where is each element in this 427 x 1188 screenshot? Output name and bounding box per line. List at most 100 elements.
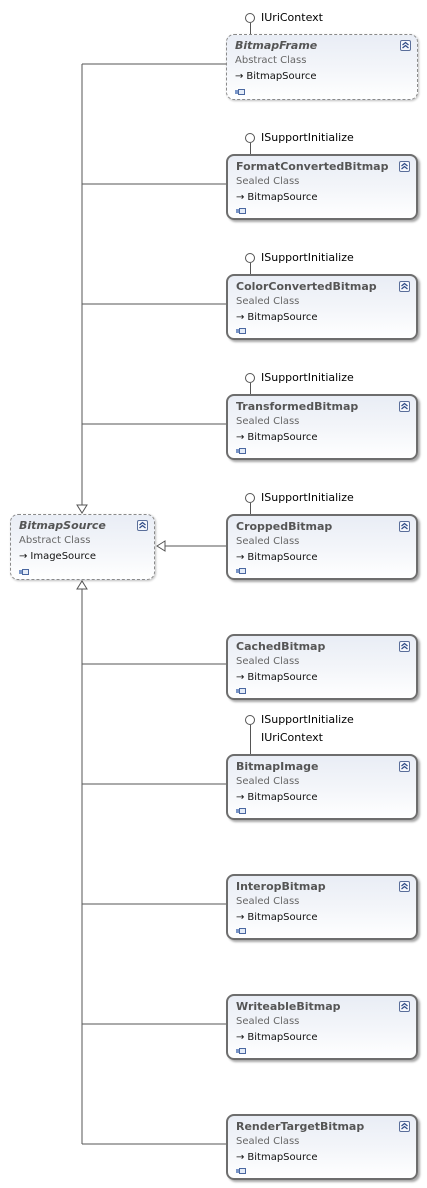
class-members-icon[interactable] — [236, 808, 246, 814]
double-chevron-up-icon[interactable] — [399, 401, 410, 412]
class-name: WriteableBitmap — [236, 1000, 341, 1013]
class-name: CachedBitmap — [236, 640, 326, 653]
interface-name: ISupportInitialize — [261, 713, 354, 726]
interface-lollipop: IUriContext — [245, 11, 425, 34]
double-chevron-up-icon[interactable] — [399, 161, 410, 172]
class-members-icon[interactable] — [236, 928, 246, 934]
class-members-icon[interactable] — [236, 1048, 246, 1054]
base-type: →BitmapSource — [236, 312, 318, 323]
class-members-icon[interactable] — [236, 1168, 246, 1174]
base-type-name: BitmapSource — [247, 792, 318, 803]
base-type: →BitmapSource — [236, 552, 318, 563]
base-type-name: BitmapSource — [247, 1152, 318, 1163]
base-type: →BitmapSource — [236, 912, 318, 923]
base-type: →BitmapSource — [235, 71, 317, 82]
double-chevron-up-icon[interactable] — [400, 40, 411, 51]
class-name: TransformedBitmap — [236, 400, 359, 413]
class-name: BitmapImage — [236, 760, 319, 773]
class-name: BitmapFrame — [235, 39, 318, 52]
class-kind: Abstract Class — [235, 55, 307, 66]
interface-name: IUriContext — [261, 731, 323, 744]
double-chevron-up-icon[interactable] — [399, 1001, 410, 1012]
lollipop-stem — [250, 503, 251, 514]
lollipop-stem — [250, 23, 251, 34]
interface-name: ISupportInitialize — [261, 131, 354, 144]
arrow-right-icon: → — [236, 672, 245, 683]
inherit-arrow-top — [76, 504, 88, 514]
base-type: →BitmapSource — [236, 792, 318, 803]
lollipop-interface-icon — [245, 715, 255, 725]
double-chevron-up-icon[interactable] — [137, 520, 148, 531]
base-type: →BitmapSource — [236, 1032, 318, 1043]
arrow-right-icon: → — [236, 1152, 245, 1163]
class-kind: Sealed Class — [236, 296, 300, 307]
class-members-icon[interactable] — [236, 568, 246, 574]
class-kind: Sealed Class — [236, 536, 300, 547]
arrow-right-icon: → — [236, 192, 245, 203]
base-type-name: BitmapSource — [247, 1032, 318, 1043]
class-members-icon[interactable] — [236, 448, 246, 454]
class-kind: Sealed Class — [236, 776, 300, 787]
base-type-name: BitmapSource — [247, 552, 318, 563]
interface-lollipop: ISupportInitialize — [245, 251, 425, 274]
class-members-icon[interactable] — [236, 328, 246, 334]
interface-name: IUriContext — [261, 11, 323, 24]
double-chevron-up-icon[interactable] — [399, 761, 410, 772]
base-type-name: BitmapSource — [247, 672, 318, 683]
base-type-name: BitmapSource — [247, 192, 318, 203]
base-type-name: BitmapSource — [247, 432, 318, 443]
base-type: →ImageSource — [19, 551, 96, 562]
base-type-name: ImageSource — [30, 551, 97, 562]
double-chevron-up-icon[interactable] — [399, 1121, 410, 1132]
lollipop-stem — [250, 383, 251, 394]
base-type: →BitmapSource — [236, 192, 318, 203]
base-type-name: BitmapSource — [247, 912, 318, 923]
arrow-right-icon: → — [236, 1032, 245, 1043]
interface-lollipop: ISupportInitialize — [245, 491, 425, 514]
lollipop-stem — [250, 143, 251, 154]
class-name: BitmapSource — [19, 519, 106, 532]
arrow-right-icon: → — [236, 912, 245, 923]
class-members-icon[interactable] — [236, 688, 246, 694]
class-members-icon[interactable] — [235, 89, 245, 95]
class-name: InteropBitmap — [236, 880, 326, 893]
lollipop-interface-icon — [245, 133, 255, 143]
class-kind: Sealed Class — [236, 176, 300, 187]
arrow-right-icon: → — [19, 551, 28, 562]
class-name: CroppedBitmap — [236, 520, 333, 533]
double-chevron-up-icon[interactable] — [399, 641, 410, 652]
base-type: →BitmapSource — [236, 432, 318, 443]
base-type-name: BitmapSource — [246, 71, 317, 82]
arrow-right-icon: → — [236, 312, 245, 323]
class-members-icon[interactable] — [19, 569, 29, 575]
double-chevron-up-icon[interactable] — [399, 521, 410, 532]
inherit-arrow-side — [156, 540, 166, 552]
inherit-arrow-bottom — [76, 580, 88, 590]
class-name: RenderTargetBitmap — [236, 1120, 365, 1133]
base-type-name: BitmapSource — [247, 312, 318, 323]
class-members-icon[interactable] — [236, 208, 246, 214]
interface-lollipop: ISupportInitialize — [245, 131, 425, 154]
double-chevron-up-icon[interactable] — [399, 281, 410, 292]
lollipop-stem — [250, 263, 251, 274]
lollipop-interface-icon — [245, 13, 255, 23]
interface-lollipop: ISupportInitialize — [245, 371, 425, 394]
class-kind: Sealed Class — [236, 896, 300, 907]
class-name: ColorConvertedBitmap — [236, 280, 377, 293]
double-chevron-up-icon[interactable] — [399, 881, 410, 892]
class-name: FormatConvertedBitmap — [236, 160, 389, 173]
class-kind: Abstract Class — [19, 535, 91, 546]
class-kind: Sealed Class — [236, 656, 300, 667]
class-kind: Sealed Class — [236, 1136, 300, 1147]
